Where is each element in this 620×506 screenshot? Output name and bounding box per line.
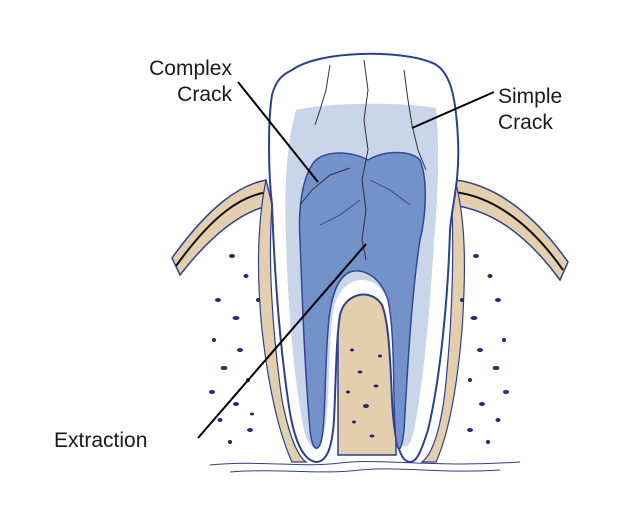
simple-crack-line2: Crack [498, 111, 553, 134]
bone-right [451, 179, 569, 282]
base-lines [209, 461, 521, 473]
gum-line-left [175, 191, 269, 267]
pulp [298, 151, 426, 450]
complex-crack-branch [299, 64, 351, 206]
complex-crack-line [361, 59, 369, 261]
gum-line-right [453, 191, 564, 271]
label-complex-crack: Complex Crack [108, 56, 232, 108]
extraction-text: Extraction [54, 429, 148, 452]
label-simple-crack: Simple Crack [498, 84, 562, 136]
crack-branch-right [319, 179, 411, 226]
simple-crack-line [403, 69, 427, 171]
leader-simple-crack [411, 91, 495, 129]
bone-root-right [420, 179, 466, 463]
complex-crack-line2: Crack [177, 83, 232, 106]
leader-extraction [197, 243, 367, 439]
leader-complex-crack [237, 81, 319, 183]
simple-crack-line1: Simple [498, 85, 563, 108]
label-extraction: Extraction [54, 428, 147, 454]
bone-root-left [257, 179, 308, 463]
complex-crack-line1: Complex [149, 57, 232, 80]
